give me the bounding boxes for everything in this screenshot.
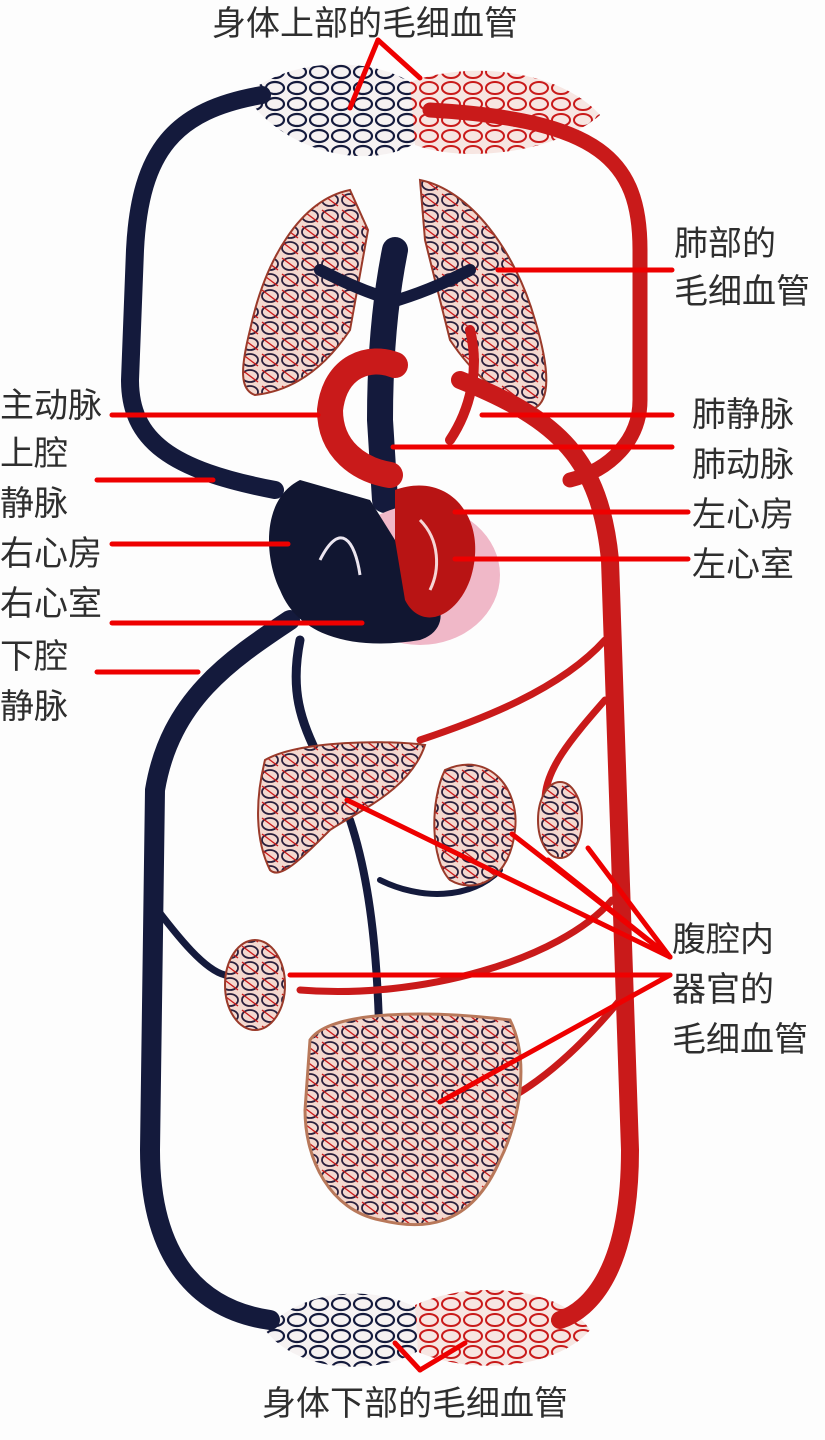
label-inferior-vena-cava-line1: 下腔 [0,635,68,679]
kidney [225,940,285,1030]
label-upper-body-capillaries: 身体上部的毛细血管 [212,2,518,46]
label-abdominal-line1: 腹腔内 [672,918,774,962]
label-abdominal-line3: 毛细血管 [672,1018,808,1062]
label-pulmonary-vein: 肺静脉 [692,393,794,437]
upper-body-capillary-bed [245,64,600,156]
label-lower-body-capillaries: 身体下部的毛细血管 [262,1382,568,1426]
label-superior-vena-cava-line1: 上腔 [0,432,68,476]
label-left-atrium: 左心房 [692,493,794,537]
abdominal-organs [225,742,582,1225]
label-aorta: 主动脉 [0,384,102,428]
stomach [434,765,515,886]
label-lung-capillaries-line2: 毛细血管 [674,270,810,314]
label-lung-capillaries-line1: 肺部的 [674,222,776,266]
label-left-ventricle: 左心室 [692,543,794,587]
left-lung [420,180,546,408]
spleen [538,782,582,858]
label-superior-vena-cava-line2: 静脉 [0,482,68,526]
liver [258,742,425,872]
label-right-atrium: 右心房 [0,532,102,576]
label-right-ventricle: 右心室 [0,582,102,626]
label-abdominal-line2: 器官的 [672,968,774,1012]
intestines [305,1014,521,1225]
lower-body-capillary-bed [265,1290,590,1367]
label-inferior-vena-cava-line2: 静脉 [0,685,68,729]
label-pulmonary-artery: 肺动脉 [692,443,794,487]
